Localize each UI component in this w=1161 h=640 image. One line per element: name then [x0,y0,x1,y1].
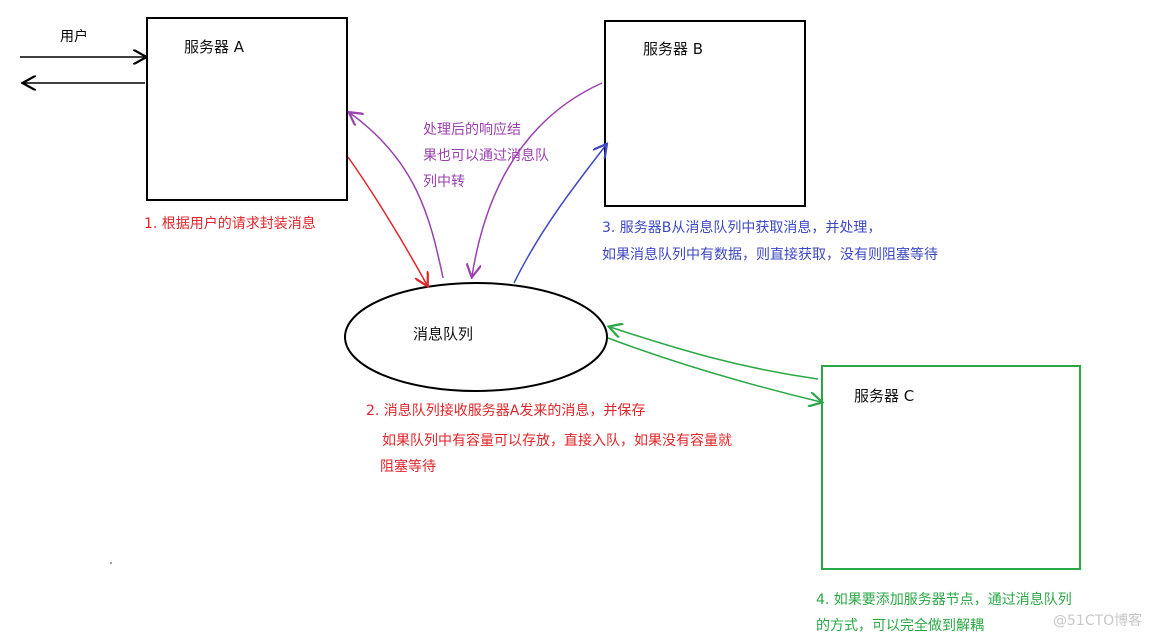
step2-note: 2. 消息队列接收服务器A发来的消息，并保存 如果队列中有容量可以存放，直接入队… [366,398,732,480]
step2-line: 2. 消息队列接收服务器A发来的消息，并保存 [366,403,646,419]
purple-note-line: 果也可以通过消息队 [423,148,549,164]
server-a-title: 服务器 A [184,38,245,56]
green-arrow-c-to-queue [610,327,819,380]
server-a-box [146,17,348,201]
stray-dot [110,562,112,564]
purple-note-line: 列中转 [423,174,465,190]
step1-note: 1. 根据用户的请求封装消息 [144,216,316,232]
step4-line: 的方式，可以完全做到解耦 [816,618,984,634]
purple-arrow-b-to-queue [472,82,603,276]
step2-line: 如果队列中有容量可以存放，直接入队，如果没有容量就 [382,433,732,449]
server-c-title: 服务器 C [854,387,915,405]
step4-note: 4. 如果要添加服务器节点，通过消息队列 的方式，可以完全做到解耦 [816,587,1072,639]
purple-note: 处理后的响应结 果也可以通过消息队 列中转 [423,117,549,195]
server-b-title: 服务器 B [643,40,704,58]
step4-line: 4. 如果要添加服务器节点，通过消息队列 [816,592,1072,608]
blue-arrow-queue-to-b [513,145,606,284]
queue-ellipse [344,282,608,392]
queue-title: 消息队列 [413,325,474,343]
step3-line: 如果消息队列中有数据，则直接获取，没有则阻塞等待 [602,247,938,263]
step2-line: 阻塞等待 [380,459,436,475]
server-c-box [821,365,1081,570]
purple-note-line: 处理后的响应结 [423,122,521,138]
red-arrow-a-to-queue [347,156,427,285]
step3-line: 3. 服务器B从消息队列中获取消息，并处理， [602,220,882,236]
purple-arrow-queue-to-a [350,113,444,279]
server-b-box [604,20,806,207]
green-arrow-queue-to-c [607,337,821,402]
user-label: 用户 [60,29,88,45]
step3-note: 3. 服务器B从消息队列中获取消息，并处理， 如果消息队列中有数据，则直接获取，… [602,215,938,268]
watermark: @51CTO博客 [1053,613,1143,629]
